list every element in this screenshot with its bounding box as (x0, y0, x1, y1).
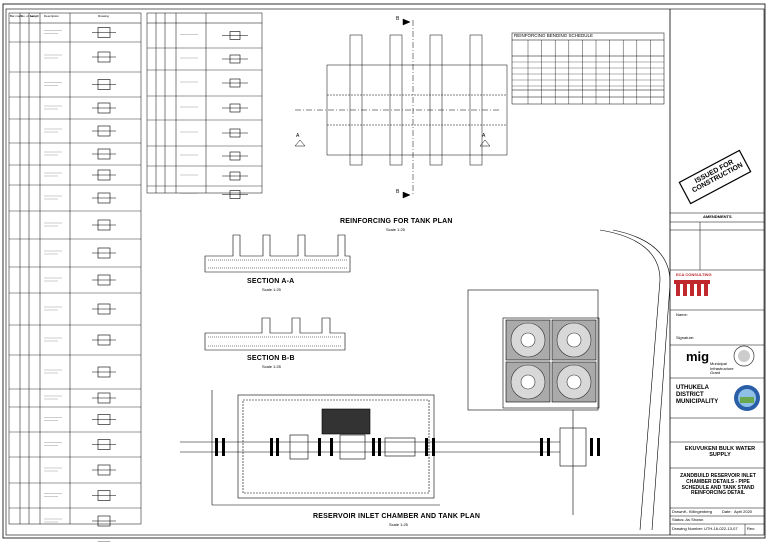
schedule-fitting-sketch (180, 151, 248, 161)
header-description: Description (44, 14, 60, 18)
schedule-fitting-sketch (44, 247, 116, 259)
section-aa-drawing (204, 234, 351, 273)
header-bar-mark: Bar mark (10, 14, 23, 18)
date-value: April 2020 (734, 509, 753, 514)
drawing-number-value: UTH-16-022-13-07 (704, 526, 738, 531)
schedule-fitting-sketch (44, 366, 116, 378)
date-label: Date: (722, 509, 732, 514)
bending-schedule-title: REINFORCING BENDING SCHEDULE (514, 33, 594, 38)
schedule-fitting-sketch (44, 303, 116, 315)
schedule-fitting-sketch (180, 78, 248, 88)
water-tank (551, 361, 597, 403)
project-name: EKUVUKENI BULK WATER SUPPLY (684, 446, 756, 459)
section-bb-scale: Scale 1:25 (262, 364, 281, 369)
section-marker-a-left: A (296, 133, 300, 139)
rev-label: Rev: (747, 526, 756, 531)
schedule-fitting-sketch (44, 392, 116, 404)
drawn-by-value: K. Killingenberg (684, 509, 713, 514)
schedule-fitting-sketch (44, 439, 116, 450)
pipe-flanges (215, 438, 600, 456)
schedule-fitting-sketch (44, 219, 116, 231)
municipality-logo (734, 385, 760, 411)
schedule-fitting-sketch (180, 54, 248, 64)
section-marker-b-bottom: B (396, 189, 400, 195)
drawing-title: ZANDBUILD RESERVOIR INLET CHAMBER DETAIL… (680, 473, 756, 497)
schedule-fitting-sketch (44, 102, 116, 114)
main-plan-scale: Scale 1:25 (389, 522, 408, 527)
consultant-logo (674, 280, 710, 296)
schedule-fitting-sketch (44, 51, 116, 63)
schedule-fitting-sketch (44, 490, 116, 501)
water-tank (551, 319, 597, 361)
title-block-frame (670, 212, 764, 535)
issued-stamp (678, 149, 752, 205)
schedule-fitting-sketch (44, 274, 116, 286)
schedule-fitting-sketch (44, 515, 116, 527)
tank-group (505, 319, 597, 403)
amendments-label: AMENDMENTS (703, 214, 732, 219)
main-plan-title: RESERVOIR INLET CHAMBER AND TANK PLAN (313, 513, 481, 520)
section-marker-b-top: B (396, 16, 400, 22)
pipe-schedule-table-1 (8, 12, 142, 525)
schedule-fitting-sketch (44, 464, 116, 476)
section-bb-drawing (204, 317, 346, 351)
schedule-fitting-sketch (44, 169, 116, 181)
signature-label: Signature: (676, 335, 695, 340)
consultant-name: ECA CONSULTING (676, 272, 712, 277)
section-marker-a-right: A (482, 133, 486, 139)
client-subtitle: Municipal Infrastructure Grant (710, 361, 734, 376)
schedule-fitting-sketch (44, 192, 116, 204)
drawing-number-label: Drawing Number: (672, 526, 704, 531)
schedule-fitting-sketch (180, 190, 248, 199)
schedule-fitting-sketch (180, 103, 248, 113)
water-tank (505, 361, 551, 403)
schedule-fitting-sketch (44, 148, 116, 160)
section-bb-title: SECTION B-B (247, 355, 295, 362)
section-aa-scale: Scale 1:25 (262, 287, 281, 292)
header-no-bars: No. of bars (21, 14, 36, 18)
schedule-fitting-sketch (44, 27, 116, 38)
bending-schedule-table (511, 32, 665, 105)
drawn-by-label: Drawn: (672, 509, 685, 514)
schedule-fitting-sketch (44, 334, 116, 346)
schedule-fitting-sketch (180, 31, 248, 40)
water-tank (505, 319, 551, 361)
header-length: Length (30, 14, 40, 18)
tank-plan-scale: Scale 1:25 (386, 227, 405, 232)
schedule-fitting-sketch (180, 128, 248, 138)
coat-of-arms-icon (733, 345, 755, 367)
section-aa-title: SECTION A-A (247, 278, 295, 285)
schedule-fitting-sketch (44, 79, 116, 90)
pipe-schedule-table-2 (146, 12, 263, 194)
tank-plan-reinforcing (294, 18, 508, 199)
status-value: Status: As Shown (672, 517, 704, 522)
schedule-fitting-sketch (180, 171, 248, 181)
header-drawing: Drawing (98, 14, 110, 18)
tank-plan-title: REINFORCING FOR TANK PLAN (340, 218, 453, 225)
main-plan-drawing (180, 229, 671, 531)
schedule-fitting-sketch (44, 414, 116, 425)
name-label: Name: (676, 312, 688, 317)
schedule-fitting-sketch (44, 125, 116, 137)
municipality-name: UTHUKELA DISTRICT MUNICIPALITY (676, 385, 719, 405)
client-org: mig (686, 349, 710, 364)
